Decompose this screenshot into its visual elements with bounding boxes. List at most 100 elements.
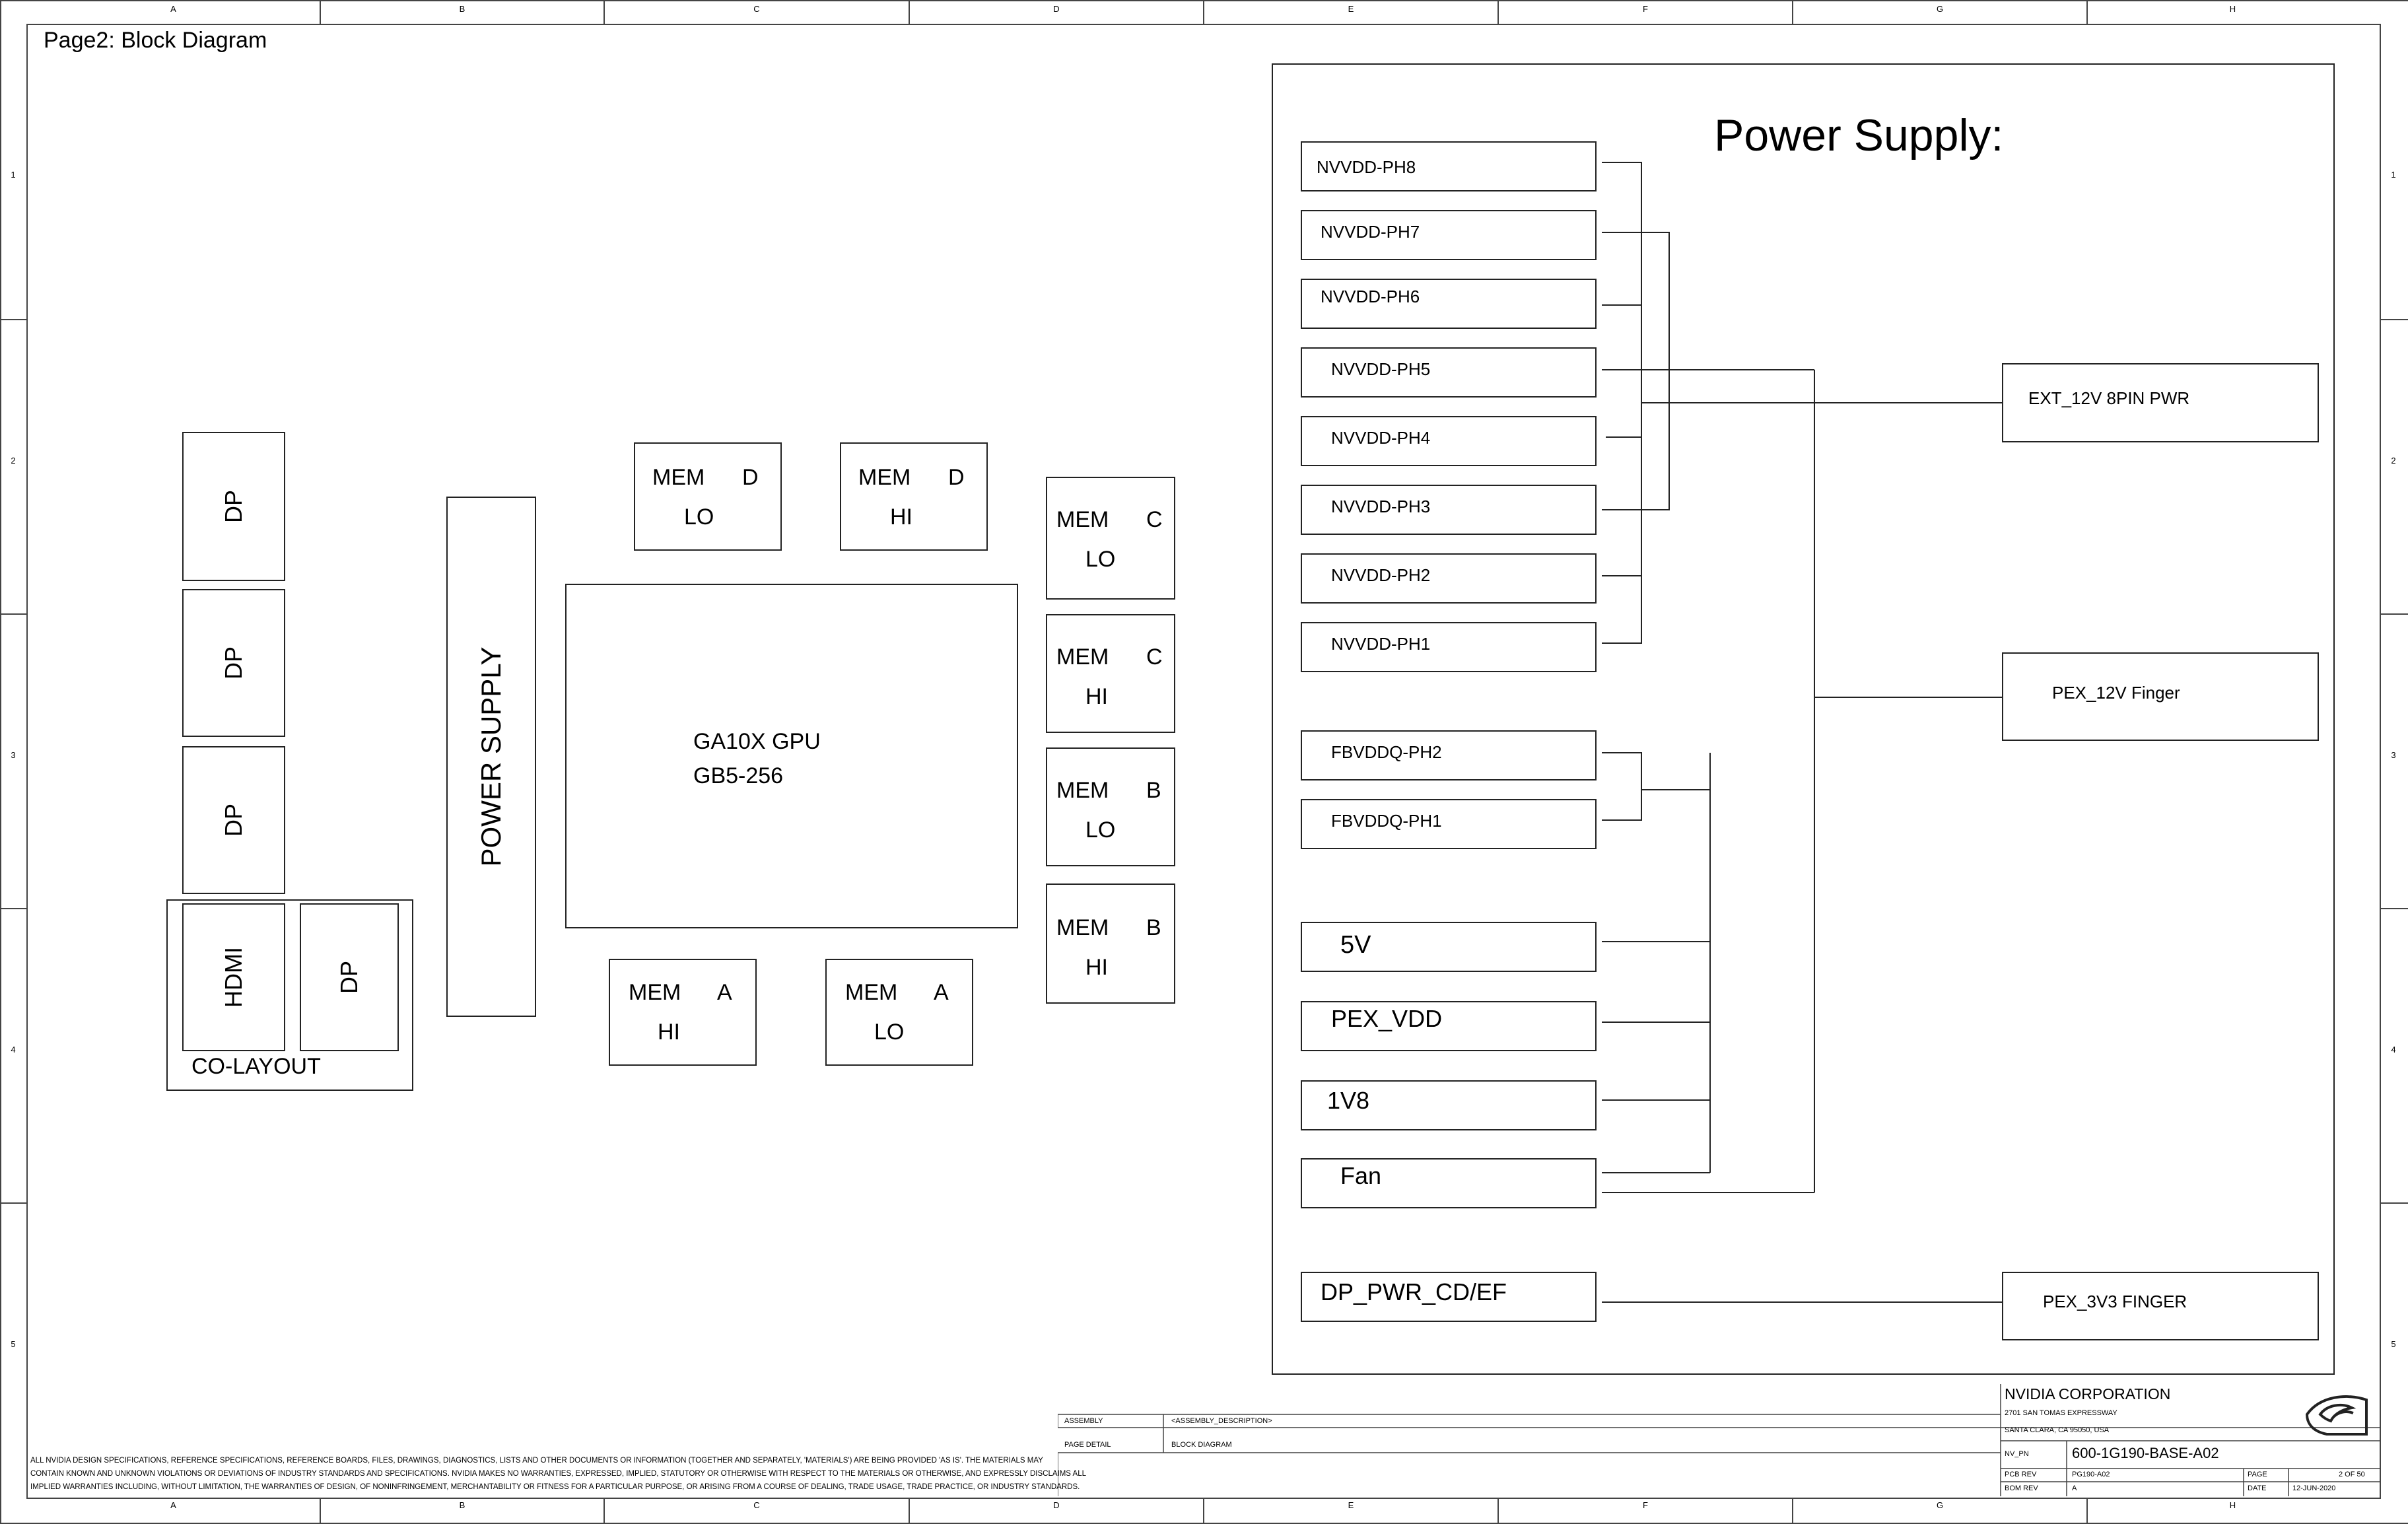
mem-half: LO	[874, 1020, 905, 1045]
mem-a-lo-block: MEM A LO	[825, 959, 973, 1066]
ruler-row-2: 2	[11, 456, 16, 466]
ruler-col-g: G	[1936, 4, 1944, 14]
mem-label: MEM	[1056, 507, 1109, 532]
mem-channel: D	[948, 465, 965, 490]
ruler-col-f: F	[1643, 4, 1648, 14]
co-layout-label: CO-LAYOUT	[191, 1054, 321, 1079]
rail-fbvddq-ph2: FBVDDQ-PH2	[1301, 730, 1597, 780]
page-value: 2 OF 50	[2339, 1471, 2365, 1478]
mem-half: HI	[1085, 684, 1108, 709]
dp-connector-2: DP	[182, 589, 285, 737]
company-address-1: 2701 SAN TOMAS EXPRESSWAY	[2005, 1409, 2117, 1417]
mem-half: HI	[658, 1020, 680, 1045]
title-block-grid	[1058, 1384, 2380, 1496]
disclaimer-line: IMPLIED WARRANTIES INCLUDING, WITHOUT LI…	[30, 1483, 1080, 1491]
ruler-col-d: D	[1053, 1500, 1060, 1510]
source-ext-12v-8pin: EXT_12V 8PIN PWR	[2002, 363, 2319, 442]
rail-nvvdd-ph7: NVVDD-PH7	[1301, 210, 1597, 260]
mem-channel: B	[1146, 778, 1161, 803]
mem-d-lo-block: MEM D LO	[634, 442, 782, 551]
nvpn-value: 600-1G190-BASE-A02	[2072, 1445, 2219, 1461]
company-name: NVIDIA CORPORATION	[2005, 1385, 2171, 1403]
mem-c-hi-block: MEM C HI	[1046, 614, 1175, 733]
mem-channel: D	[742, 465, 759, 490]
mem-half: HI	[890, 504, 912, 530]
nvpn-label: NV_PN	[2005, 1450, 2029, 1458]
date-label: DATE	[2248, 1484, 2267, 1492]
pcb-rev-label: PCB REV	[2005, 1471, 2037, 1478]
ruler-col-h: H	[2229, 4, 2236, 14]
source-pex-12v-finger: PEX_12V Finger	[2002, 652, 2319, 741]
assembly-label: ASSEMBLY	[1064, 1417, 1103, 1425]
rail-label: NVVDD-PH1	[1331, 634, 1431, 654]
source-label: EXT_12V 8PIN PWR	[2028, 388, 2190, 408]
gpu-block: GA10X GPU GB5-256	[565, 584, 1018, 928]
mem-label: MEM	[652, 465, 705, 490]
rail-fbvddq-ph1: FBVDDQ-PH1	[1301, 799, 1597, 849]
rail-label: NVVDD-PH5	[1331, 359, 1431, 379]
rail-label: NVVDD-PH3	[1331, 497, 1431, 516]
mem-label: MEM	[1056, 778, 1109, 803]
rail-nvvdd-ph8: NVVDD-PH8	[1301, 141, 1597, 191]
ruler-col-c: C	[753, 4, 760, 14]
ruler-row-2: 2	[2391, 456, 2396, 466]
dp-connector-4: DP	[300, 903, 399, 1051]
rail-label: DP_PWR_CD/EF	[1321, 1278, 1507, 1305]
ruler-row-4: 4	[11, 1045, 16, 1055]
source-label: PEX_3V3 FINGER	[2043, 1292, 2187, 1311]
mem-channel: B	[1146, 915, 1161, 940]
rail-1v8: 1V8	[1301, 1080, 1597, 1130]
rail-nvvdd-ph2: NVVDD-PH2	[1301, 553, 1597, 604]
mem-a-hi-block: MEM A HI	[609, 959, 757, 1066]
ruler-col-e: E	[1348, 1500, 1354, 1510]
page-detail-label: PAGE DETAIL	[1064, 1441, 1111, 1449]
ruler-row-3: 3	[2391, 750, 2396, 760]
mem-channel: C	[1146, 507, 1163, 532]
ruler-row-1: 1	[2391, 170, 2396, 180]
mem-channel: C	[1146, 644, 1163, 670]
mem-d-hi-block: MEM D HI	[840, 442, 988, 551]
ruler-col-a: A	[170, 1500, 176, 1510]
ruler-col-c: C	[753, 1500, 760, 1510]
rail-label: Fan	[1340, 1162, 1382, 1189]
ruler-row-5: 5	[11, 1339, 16, 1349]
ruler-col-d: D	[1053, 4, 1060, 14]
mem-b-hi-block: MEM B HI	[1046, 883, 1175, 1004]
title-block: ASSEMBLY <ASSEMBLY_DESCRIPTION> PAGE DET…	[1058, 1384, 2380, 1496]
bom-rev-label: BOM REV	[2005, 1484, 2038, 1492]
page-title: Page2: Block Diagram	[44, 28, 267, 53]
date-value: 12-JUN-2020	[2292, 1484, 2336, 1492]
mem-half: LO	[1085, 817, 1116, 843]
dp-connector-1: DP	[182, 432, 285, 581]
rail-nvvdd-ph1: NVVDD-PH1	[1301, 622, 1597, 672]
rail-nvvdd-ph4: NVVDD-PH4	[1301, 416, 1597, 466]
nvidia-logo-icon	[2305, 1395, 2368, 1436]
mem-c-lo-block: MEM C LO	[1046, 477, 1175, 600]
ruler-col-f: F	[1643, 1500, 1648, 1510]
mem-b-lo-block: MEM B LO	[1046, 747, 1175, 866]
rail-dp-pwr-cd-ef: DP_PWR_CD/EF	[1301, 1272, 1597, 1322]
mem-half: HI	[1085, 955, 1108, 980]
disclaimer-line: ALL NVIDIA DESIGN SPECIFICATIONS, REFERE…	[30, 1457, 1043, 1465]
source-pex-3v3-finger: PEX_3V3 FINGER	[2002, 1272, 2319, 1340]
ruler-col-b: B	[459, 4, 465, 14]
mem-channel: A	[934, 980, 949, 1005]
rail-label: PEX_VDD	[1331, 1005, 1443, 1032]
company-address-2: SANTA CLARA, CA 95050, USA	[2005, 1426, 2110, 1434]
rail-5v: 5V	[1301, 922, 1597, 972]
rail-label: NVVDD-PH8	[1317, 157, 1416, 177]
rail-label: 1V8	[1327, 1087, 1370, 1114]
disclaimer-line: CONTAIN KNOWN AND UNKNOWN VIOLATIONS OR …	[30, 1470, 1086, 1478]
rail-nvvdd-ph6: NVVDD-PH6	[1301, 279, 1597, 329]
gpu-name: GA10X GPU	[693, 729, 821, 754]
rail-fan: Fan	[1301, 1158, 1597, 1208]
mem-label: MEM	[629, 980, 681, 1005]
ruler-col-h: H	[2229, 1500, 2236, 1510]
ruler-col-e: E	[1348, 4, 1354, 14]
dp-connector-3: DP	[182, 746, 285, 894]
pcb-rev-value: PG190-A02	[2072, 1471, 2110, 1478]
gpu-memory-config: GB5-256	[693, 763, 784, 788]
source-label: PEX_12V Finger	[2052, 683, 2180, 703]
